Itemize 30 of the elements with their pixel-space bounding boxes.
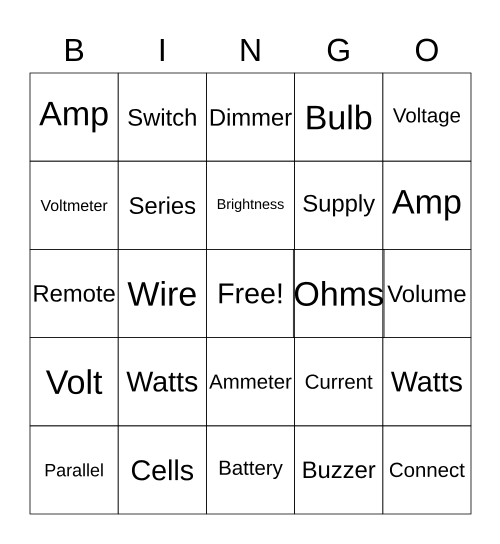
bingo-cell: Voltage xyxy=(382,72,472,162)
bingo-cell: Watts xyxy=(382,337,472,426)
column-letter: B xyxy=(66,39,84,61)
bingo-cell: Watts xyxy=(118,337,207,426)
bingo-cell: Dimmer xyxy=(206,72,295,162)
bingo-cell: Amp xyxy=(382,160,472,250)
bingo-cell: Connect xyxy=(382,425,472,514)
bingo-cell: Wire xyxy=(118,249,207,338)
bingo-cell: Battery xyxy=(206,425,295,514)
bingo-cell: Switch xyxy=(118,72,207,162)
bingo-cell: Remote xyxy=(30,249,119,338)
bingo-cell: Supply xyxy=(294,160,384,250)
bingo-cell: Series xyxy=(118,160,207,250)
bingo-cell: Volume xyxy=(382,249,472,338)
bingo-cell: Amp xyxy=(30,72,119,162)
bingo-cell: Ohms xyxy=(292,249,384,338)
column-letter: N xyxy=(242,39,260,61)
bingo-cell: Cells xyxy=(118,425,207,514)
bingo-cell: Current xyxy=(294,337,384,426)
bingo-cell: Brightness xyxy=(206,160,295,250)
bingo-cell: Voltmeter xyxy=(30,160,119,250)
bingo-cell: Ammeter xyxy=(206,337,295,426)
bingo-cell: Parallel xyxy=(30,425,119,514)
column-letter: O xyxy=(416,38,438,62)
bingo-cell: Buzzer xyxy=(294,425,384,514)
bingo-cell: Free! xyxy=(206,249,295,338)
column-letter: G xyxy=(328,38,349,62)
bingo-cell: Volt xyxy=(30,337,119,426)
column-letter: I xyxy=(160,39,164,61)
bingo-cell: Bulb xyxy=(294,72,384,162)
